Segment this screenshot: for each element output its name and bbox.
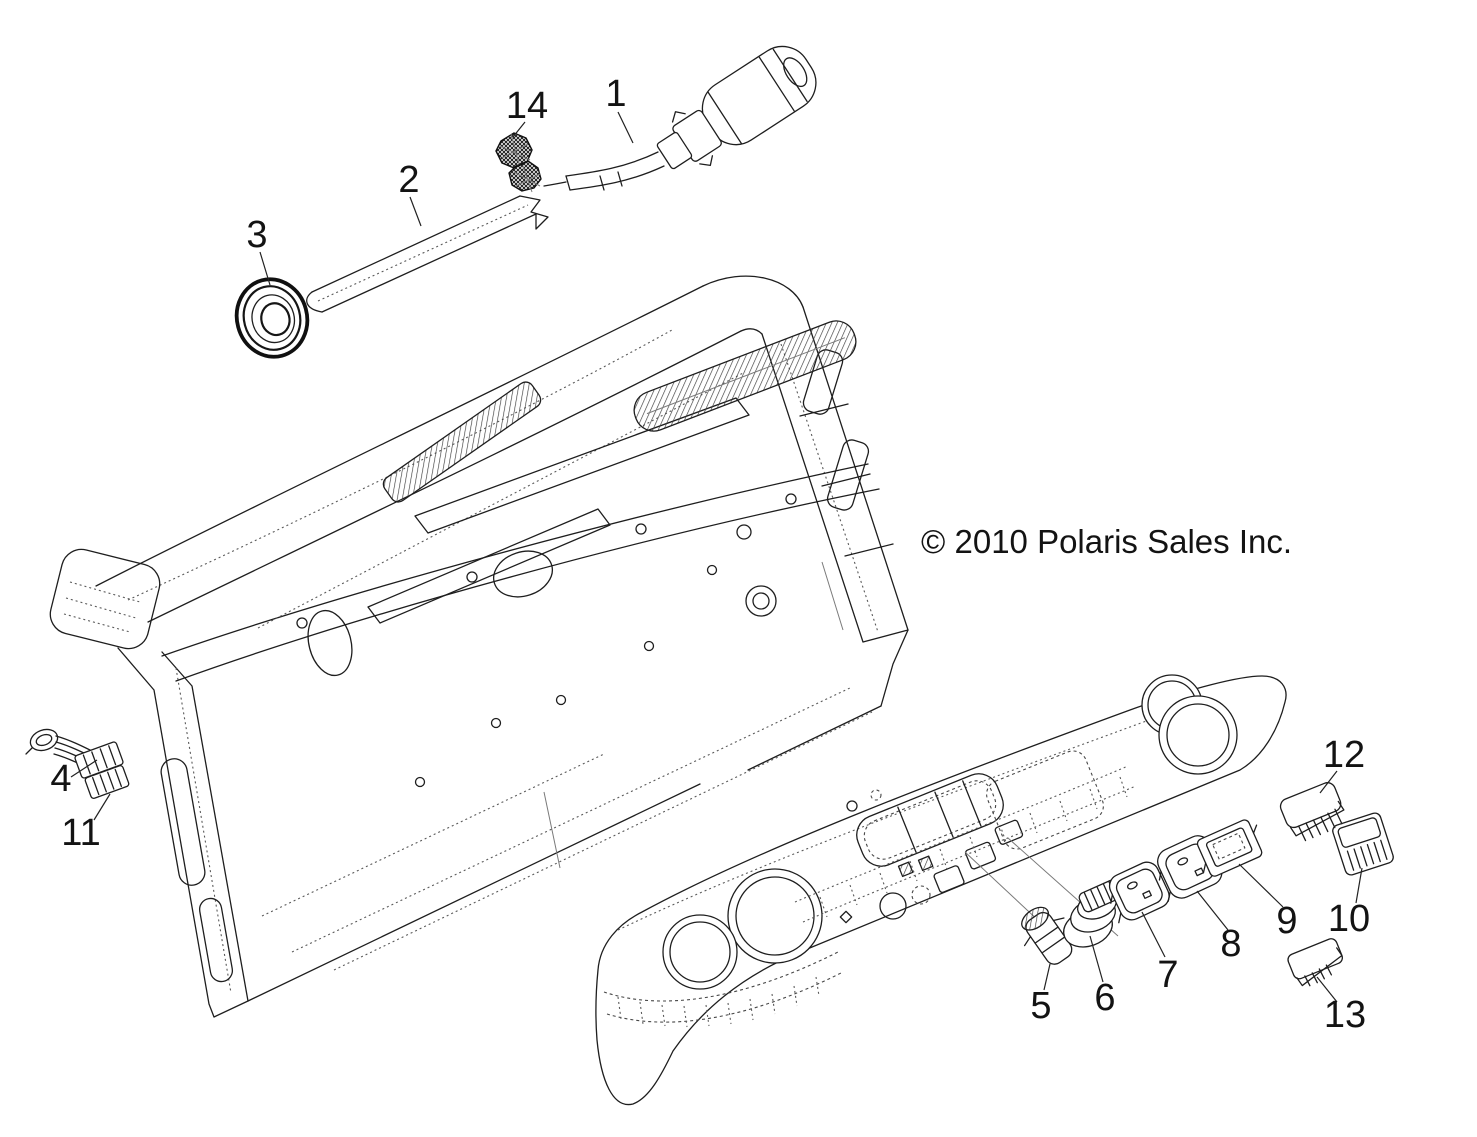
part-2-tube bbox=[306, 195, 549, 313]
callout-4: 4 bbox=[50, 758, 71, 800]
part-11-connector bbox=[84, 765, 130, 799]
instrument-pod-drawing bbox=[595, 674, 1287, 1106]
copyright-text: © 2010 Polaris Sales Inc. bbox=[921, 523, 1292, 560]
part-9-switch-housing bbox=[1196, 819, 1263, 877]
callout-9: 9 bbox=[1276, 900, 1297, 942]
callout-8: 8 bbox=[1220, 923, 1241, 965]
part-3-grommet bbox=[234, 277, 310, 359]
callout-6: 6 bbox=[1094, 977, 1115, 1019]
callout-5: 5 bbox=[1030, 985, 1051, 1027]
callout-3: 3 bbox=[246, 214, 267, 256]
part-12-blank-plug bbox=[1279, 782, 1345, 842]
callout-14: 14 bbox=[506, 85, 548, 127]
part-14-nut bbox=[495, 132, 533, 169]
callout-11: 11 bbox=[61, 812, 100, 854]
callout-13: 13 bbox=[1324, 994, 1366, 1036]
leader-lines bbox=[70, 111, 1363, 1003]
part-13-blank-plug bbox=[1287, 938, 1343, 987]
callout-2: 2 bbox=[398, 159, 419, 201]
callout-7: 7 bbox=[1157, 954, 1178, 996]
part-4-harness bbox=[25, 728, 124, 779]
part-7-rocker-switch bbox=[1108, 861, 1170, 924]
callout-12: 12 bbox=[1323, 734, 1365, 776]
part-6-ignition-switch bbox=[1063, 879, 1122, 948]
part-5-socket bbox=[1021, 906, 1073, 965]
callout-10: 10 bbox=[1328, 898, 1370, 940]
part-1-cable-assembly bbox=[508, 45, 817, 193]
part-10-rocker-switch bbox=[1332, 812, 1394, 876]
dash-frame-drawing bbox=[49, 275, 909, 1018]
callout-1: 1 bbox=[605, 73, 626, 115]
callout-labels: 1 2 3 4 5 6 7 8 9 10 11 12 13 14 bbox=[50, 73, 1370, 1036]
